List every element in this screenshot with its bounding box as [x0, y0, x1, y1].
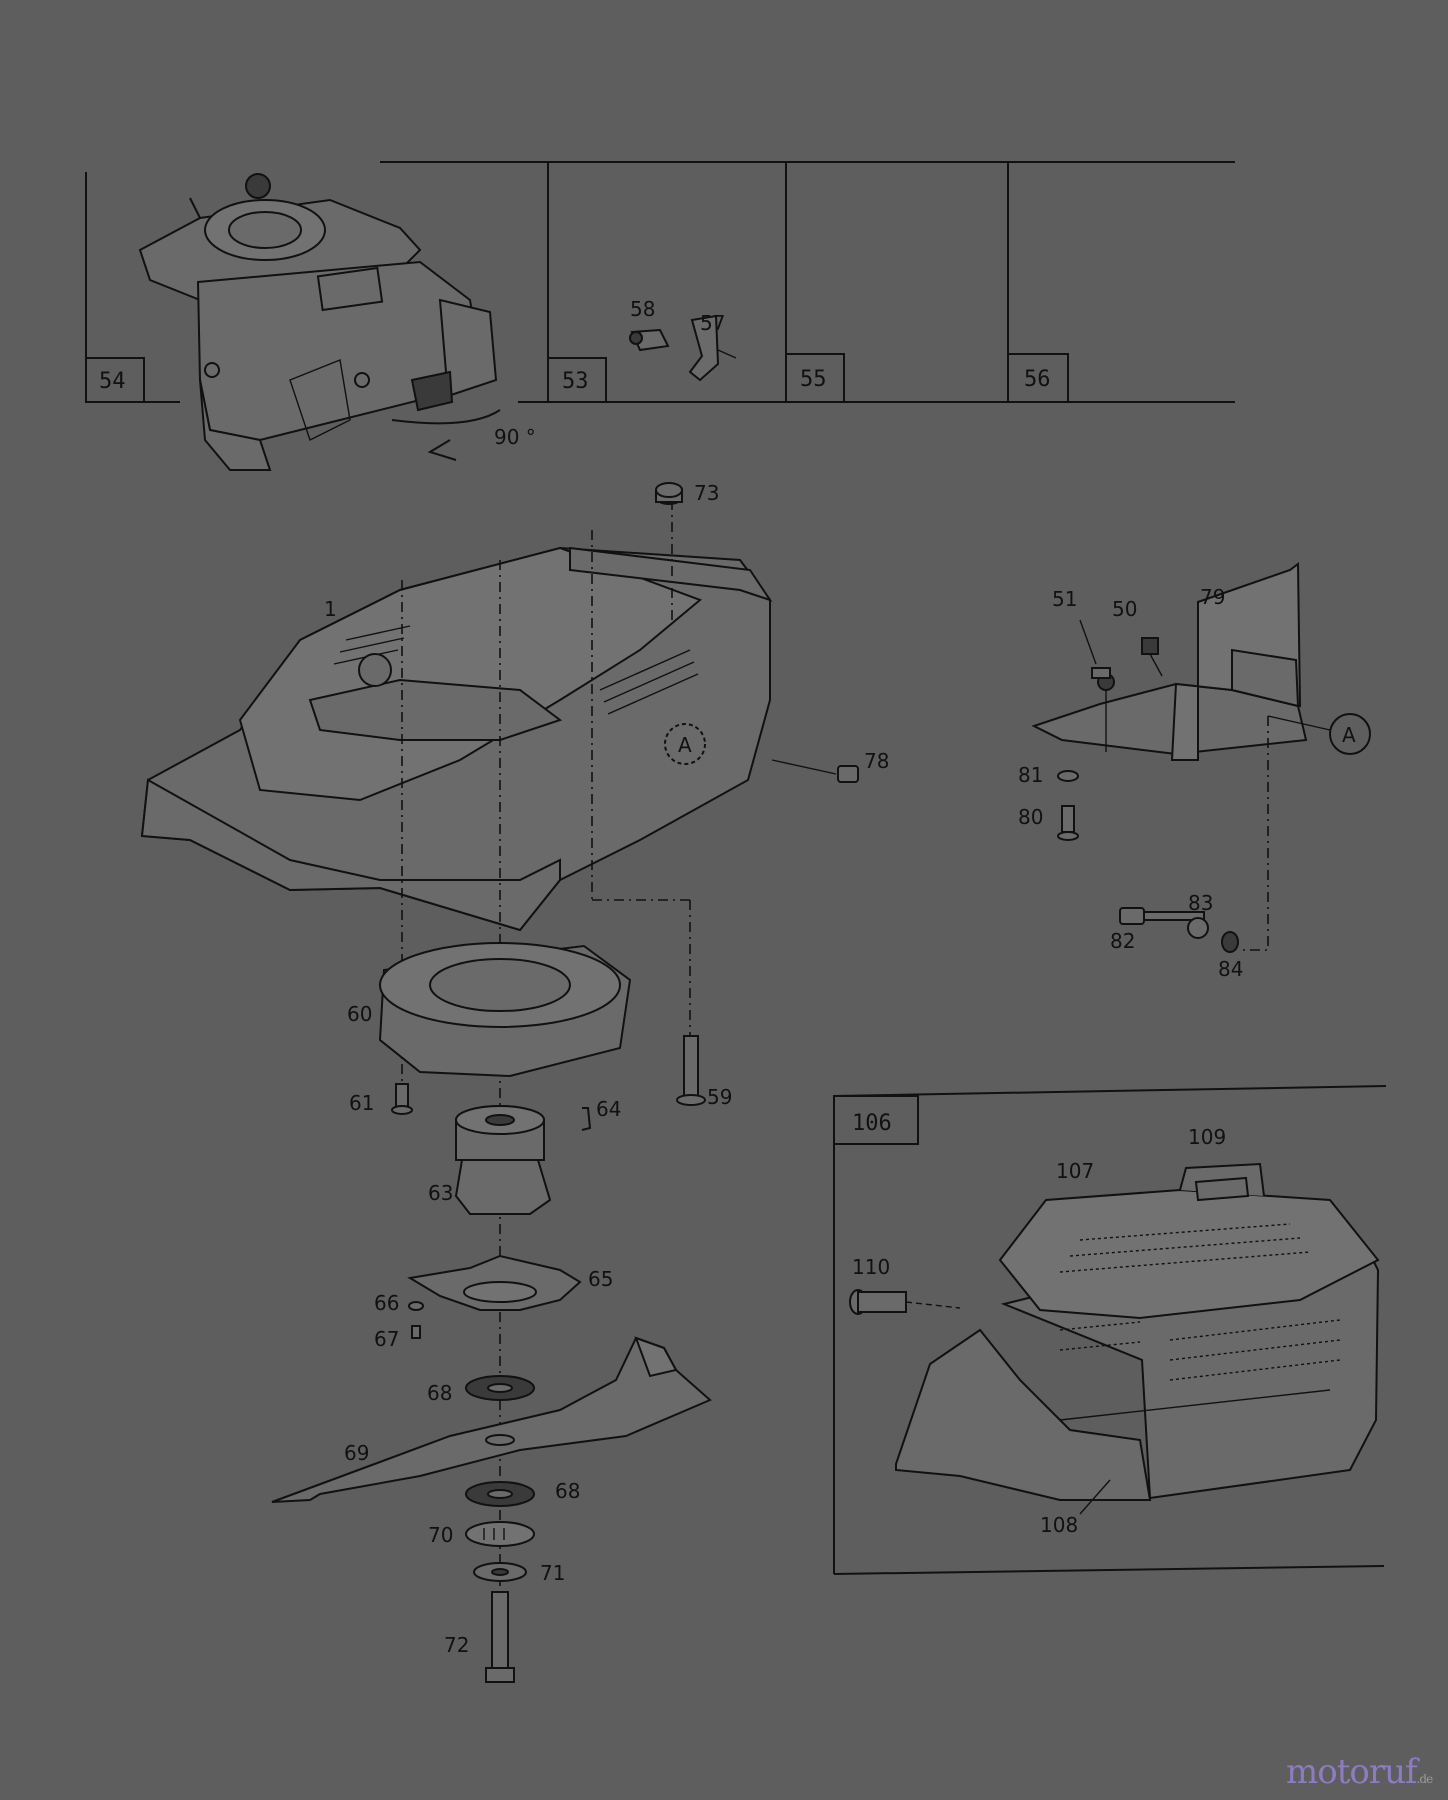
part-60-housing: 60 — [347, 942, 632, 1078]
inset-label-54: 54 — [99, 369, 126, 394]
callout-1: 1 — [324, 597, 337, 621]
clip-assembly: 58 57 — [629, 297, 737, 382]
grass-catcher-bag: 107 109 108 — [895, 1125, 1380, 1537]
callout-83: 83 — [1188, 891, 1213, 915]
callout-73: 73 — [694, 481, 719, 505]
callout-81: 81 — [1018, 763, 1043, 787]
callout-68-lower: 68 — [555, 1479, 580, 1503]
callout-79: 79 — [1200, 585, 1225, 609]
callout-107: 107 — [1056, 1159, 1094, 1183]
inset-box-55: 55 — [785, 353, 845, 403]
reference-mark-a-chute: A — [1342, 723, 1356, 747]
callout-108: 108 — [1040, 1513, 1078, 1537]
callout-82: 82 — [1110, 929, 1135, 953]
inset-box-53: 53 — [547, 357, 607, 403]
callout-78: 78 — [864, 749, 889, 773]
part-72-bolt: 72 — [444, 1591, 515, 1683]
callout-68-upper: 68 — [427, 1381, 452, 1405]
watermark-logo: motoruf.de — [1286, 1752, 1434, 1792]
callout-64: 64 — [596, 1097, 621, 1121]
callout-71: 71 — [540, 1561, 565, 1585]
part-81-washer: 81 — [1018, 763, 1079, 787]
part-66-washer: 66 — [374, 1291, 424, 1315]
part-110-pin: 110 — [849, 1255, 961, 1315]
inset-label-106: 106 — [852, 1111, 892, 1136]
grass-catcher-inset: 106 — [833, 1085, 1387, 1575]
catcher-vent-pattern — [1059, 1223, 1341, 1381]
part-68-upper-washer: 68 — [427, 1375, 535, 1405]
part-80-screw: 80 — [1018, 805, 1079, 841]
part-71-lock-washer: 71 — [473, 1561, 565, 1585]
part-63-blade-hub: 63 — [428, 1105, 552, 1215]
callout-84: 84 — [1218, 957, 1243, 981]
watermark-suffix: .de — [1416, 1772, 1434, 1786]
part-51-screw — [1079, 619, 1111, 679]
part-82-bolt: 82 — [1110, 907, 1205, 953]
callout-80: 80 — [1018, 805, 1043, 829]
callout-66: 66 — [374, 1291, 399, 1315]
part-78-clip: 78 — [771, 749, 889, 783]
callout-59: 59 — [707, 1085, 732, 1109]
inset-box-56: 56 — [1007, 353, 1069, 403]
callout-110: 110 — [852, 1255, 890, 1279]
callout-65: 65 — [588, 1267, 613, 1291]
part-59-bolt: 59 — [676, 1035, 732, 1109]
callout-50: 50 — [1112, 597, 1137, 621]
mower-deck: A 1 — [140, 546, 773, 932]
callout-72: 72 — [444, 1633, 469, 1657]
part-84-nut: 84 — [1218, 931, 1243, 981]
engine-assembly: 90 ° — [138, 173, 536, 471]
inset-label-53: 53 — [562, 369, 589, 394]
part-64-key: 64 — [581, 1097, 621, 1131]
watermark-text: motoruf — [1286, 1752, 1418, 1792]
callout-57: 57 — [700, 311, 725, 335]
part-70-plate: 70 — [428, 1521, 535, 1547]
callout-63: 63 — [428, 1181, 453, 1205]
callout-60: 60 — [347, 1002, 372, 1026]
part-69-blade: 69 — [271, 1336, 712, 1503]
reference-mark-a-deck: A — [678, 733, 692, 757]
callout-51: 51 — [1052, 587, 1077, 611]
part-67-screw: 67 — [374, 1325, 421, 1351]
part-83-washer: 83 — [1187, 891, 1213, 939]
part-65-adaptor: 65 — [407, 1254, 613, 1311]
inset-label-56: 56 — [1024, 367, 1051, 392]
callout-70: 70 — [428, 1523, 453, 1547]
inset-box-54: 54 — [85, 357, 145, 403]
part-50-nut — [1141, 637, 1163, 677]
rotation-note: 90 ° — [494, 425, 536, 449]
callout-61: 61 — [349, 1091, 374, 1115]
callout-58: 58 — [630, 297, 655, 321]
callout-67: 67 — [374, 1327, 399, 1351]
callout-109: 109 — [1188, 1125, 1226, 1149]
part-61-screw: 61 — [349, 1083, 413, 1115]
part-68-lower-washer: 68 — [465, 1479, 580, 1507]
top-inset-frames — [85, 161, 1235, 403]
part-73-grommet: 73 — [655, 481, 719, 505]
callout-69: 69 — [344, 1441, 369, 1465]
inset-label-55: 55 — [800, 367, 827, 392]
